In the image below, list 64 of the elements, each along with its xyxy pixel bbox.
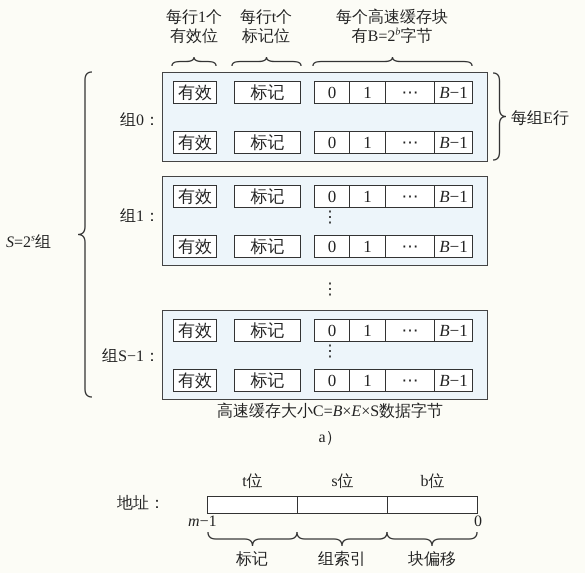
brace-annotation: 每行t个标记位 [238, 8, 294, 46]
byte-cell: 1 [349, 131, 386, 154]
byte-cell: B−1 [434, 185, 473, 208]
byte-cell: 1 [349, 369, 386, 392]
tag-cell: 标记 [234, 235, 301, 258]
brace-annotation: 每行1个有效位 [165, 8, 223, 46]
byte-cell: ⋯ [385, 81, 435, 104]
byte-cell: 0 [314, 369, 350, 392]
set-label: 组1： [120, 207, 160, 226]
byte-cell: ⋯ [385, 235, 435, 258]
bit-index-label: m−1 [188, 514, 217, 530]
byte-cell: B−1 [434, 235, 473, 258]
tag-cell: 标记 [234, 131, 301, 154]
valid-bit-cell: 有效 [173, 185, 217, 208]
field-name-label: 标记 [236, 550, 268, 569]
brace-annotation: S=2$^{s}$组 [6, 233, 51, 252]
valid-bit-cell: 有效 [173, 235, 217, 258]
byte-cell: B−1 [434, 319, 473, 342]
valid-bit-cell: 有效 [173, 81, 217, 104]
byte-cell: 1 [349, 235, 386, 258]
address-segment-box [207, 496, 298, 514]
valid-bit-cell: 有效 [173, 131, 217, 154]
byte-cell: 0 [314, 319, 350, 342]
byte-cell: 0 [314, 81, 350, 104]
address-segment-box [297, 496, 388, 514]
bit-width-label: t位 [242, 472, 263, 491]
subfigure-label: a） [318, 428, 342, 447]
cache-set-box [162, 72, 488, 162]
tag-cell: 标记 [234, 185, 301, 208]
cache-set-box [162, 310, 488, 400]
byte-cell: ⋯ [385, 319, 435, 342]
valid-bit-cell: 有效 [173, 369, 217, 392]
byte-cell: 1 [349, 81, 386, 104]
set-label: 组0： [120, 111, 160, 130]
address-label: 地址： [117, 494, 165, 513]
vertical-ellipsis: ⋮ [322, 342, 338, 361]
field-name-label: 块偏移 [408, 550, 456, 569]
byte-cell: ⋯ [385, 369, 435, 392]
vertical-ellipsis: ⋮ [322, 280, 338, 299]
set-label: 组S−1： [102, 347, 160, 366]
address-segment-box [387, 496, 478, 514]
brace-annotation: 每个高速缓存块有B=2$^{b}$字节 [335, 8, 449, 46]
cache-size-formula: 高速缓存大小C=B×E×S数据字节 [216, 402, 444, 421]
brace-annotation: 每组E行 [511, 109, 569, 128]
byte-cell: ⋯ [385, 185, 435, 208]
cache-set-box [162, 176, 488, 266]
vertical-ellipsis: ⋮ [322, 208, 338, 227]
bit-index-label: 0 [474, 514, 482, 530]
byte-cell: B−1 [434, 131, 473, 154]
bit-width-label: s位 [331, 472, 354, 491]
byte-cell: 0 [314, 235, 350, 258]
tag-cell: 标记 [234, 81, 301, 104]
byte-cell: ⋯ [385, 131, 435, 154]
byte-cell: 0 [314, 185, 350, 208]
valid-bit-cell: 有效 [173, 319, 217, 342]
bit-width-label: b位 [420, 472, 444, 491]
byte-cell: B−1 [434, 369, 473, 392]
byte-cell: 0 [314, 131, 350, 154]
tag-cell: 标记 [234, 369, 301, 392]
byte-cell: 1 [349, 319, 386, 342]
byte-cell: 1 [349, 185, 386, 208]
field-name-label: 组索引 [318, 550, 366, 569]
byte-cell: B−1 [434, 81, 473, 104]
tag-cell: 标记 [234, 319, 301, 342]
